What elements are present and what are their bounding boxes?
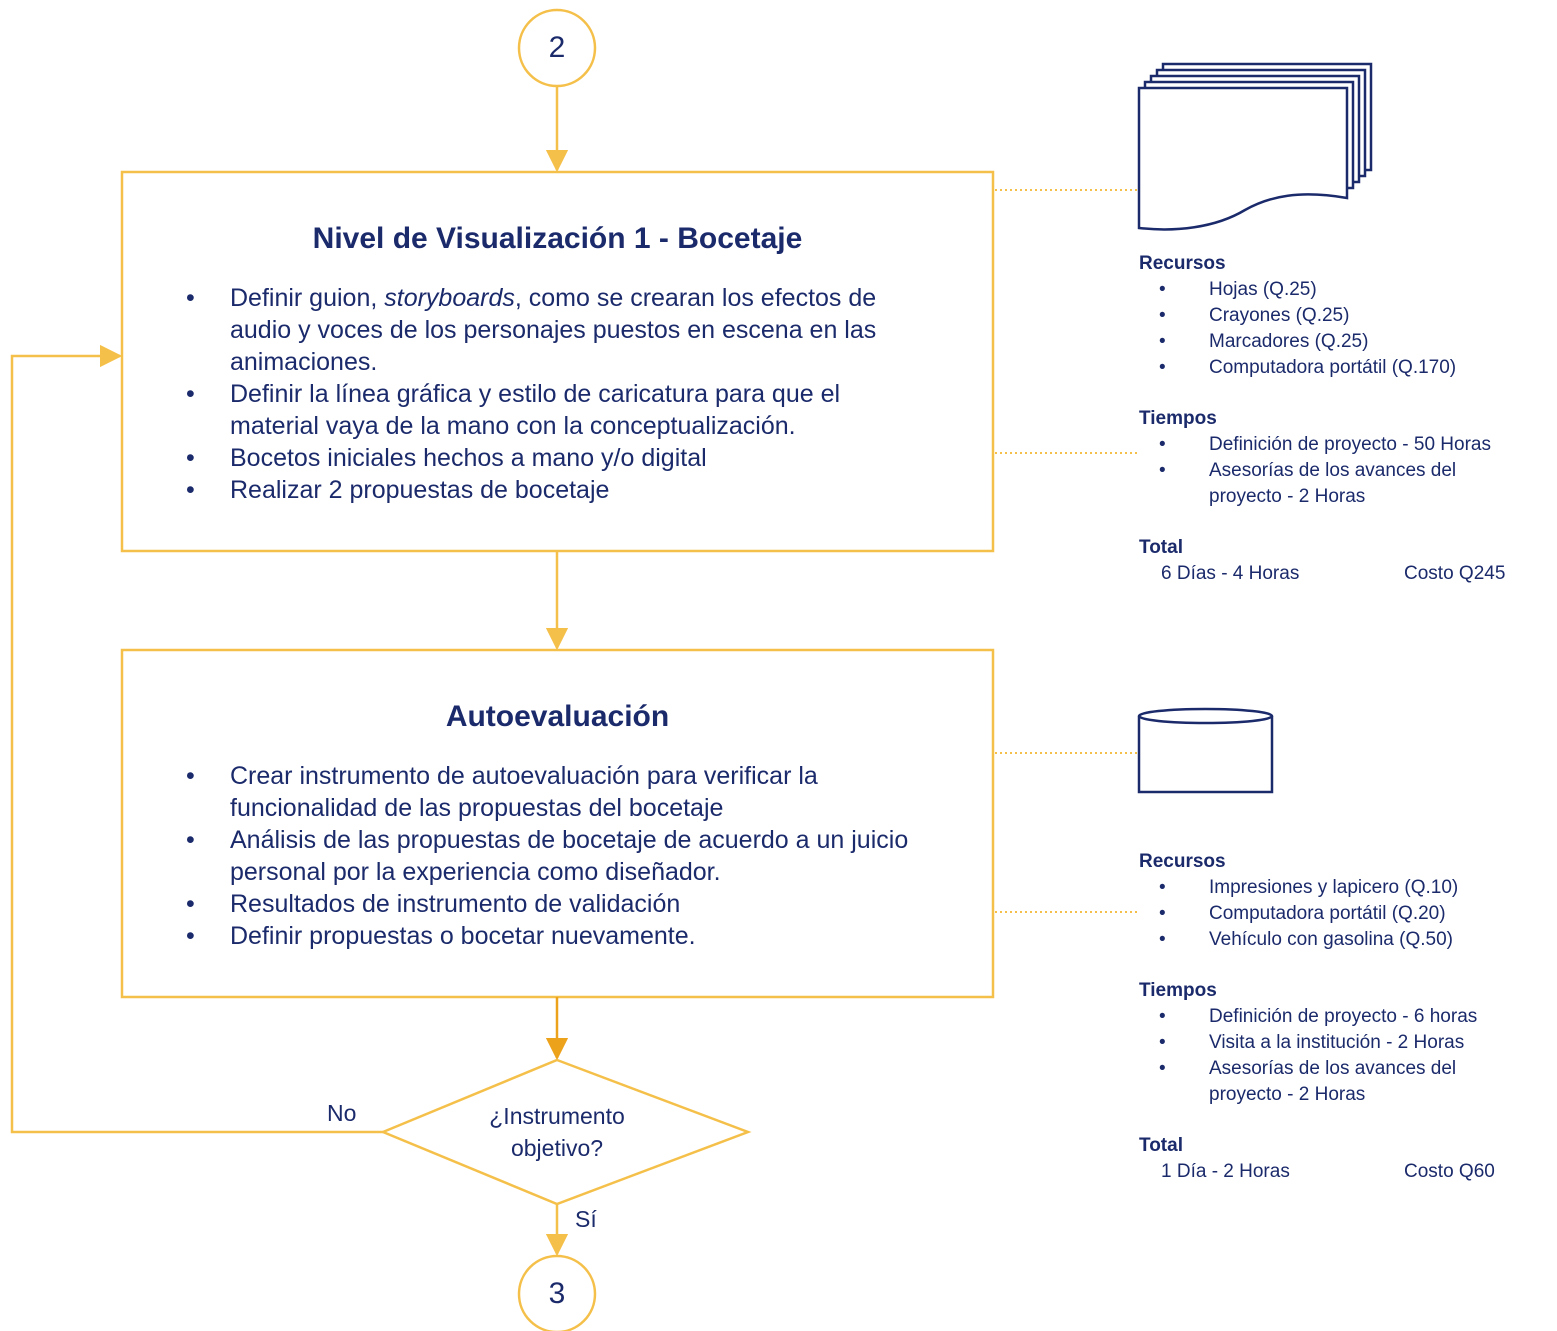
- list-item: Crear instrumento de autoevaluación para…: [122, 760, 933, 824]
- list-item: Computadora portátil (Q.170): [1139, 355, 1555, 381]
- step2-title: Autoevaluación: [445, 700, 670, 733]
- list-item: Definir guion, storyboards, como se crea…: [122, 282, 933, 378]
- list-item: Definición de proyecto - 50 Horas: [1139, 432, 1555, 458]
- decision-line-1: ¿Instrumento: [489, 1103, 625, 1129]
- list-item: Asesorías de los avances del proyecto - …: [1139, 1056, 1555, 1108]
- list-item: Definir la línea gráfica y estilo de car…: [122, 378, 933, 442]
- list-item: Impresiones y lapicero (Q.10): [1139, 875, 1555, 901]
- list-item: Computadora portátil (Q.20): [1139, 901, 1555, 927]
- database-icon: [1137, 707, 1274, 794]
- yes-label: Sí: [575, 1206, 597, 1232]
- list-item: Vehículo con gasolina (Q.50): [1139, 927, 1555, 953]
- step1-resources-panel: Recursos Hojas (Q.25) Crayones (Q.25) Ma…: [1139, 251, 1555, 587]
- start-connector-label: 2: [548, 31, 566, 64]
- no-loop-arrow: [10, 344, 383, 1134]
- step1-total-heading: Total: [1139, 537, 1183, 558]
- step2-tiempos-heading: Tiempos: [1139, 980, 1217, 1001]
- step1-recursos-list: Hojas (Q.25) Crayones (Q.25) Marcadores …: [1139, 277, 1555, 381]
- step1-total-cost: Costo Q245: [1404, 563, 1506, 584]
- list-item: Realizar 2 propuestas de bocetaje: [122, 474, 933, 506]
- step1-title: Nivel de Visualización 1 - Bocetaje: [312, 222, 803, 255]
- step2-bullets: Crear instrumento de autoevaluación para…: [122, 760, 993, 952]
- step1-bullet-1-pre: Definir guion,: [230, 284, 385, 312]
- step1-bullet-1-post: , como se crearan los efectos de audio y…: [230, 284, 877, 376]
- step2-tiempos-list: Definición de proyecto - 6 horas Visita …: [1139, 1004, 1555, 1108]
- step1-tiempos-list: Definición de proyecto - 50 Horas Asesor…: [1139, 432, 1555, 510]
- step1-total-duration: 6 Días - 4 Horas: [1161, 563, 1300, 584]
- step1-tiempos-heading: Tiempos: [1139, 408, 1217, 429]
- end-connector-label: 3: [548, 1277, 566, 1310]
- step2-total-cost: Costo Q60: [1404, 1161, 1495, 1182]
- decision-line-2: objetivo?: [510, 1135, 604, 1161]
- step2-content: Autoevaluación Crear instrumento de auto…: [122, 700, 993, 952]
- step2-recursos-heading: Recursos: [1139, 851, 1226, 872]
- list-item: Asesorías de los avances del proyecto - …: [1139, 458, 1555, 510]
- step2-total-duration: 1 Día - 2 Horas: [1161, 1161, 1290, 1182]
- step2-resources-panel: Recursos Impresiones y lapicero (Q.10) C…: [1139, 849, 1555, 1185]
- list-item: Marcadores (Q.25): [1139, 329, 1555, 355]
- step1-bullets: Definir guion, storyboards, como se crea…: [122, 282, 993, 506]
- decision-text: ¿Instrumento objetivo?: [457, 1100, 657, 1164]
- step1-bullet-1-emphasis: storyboards: [384, 284, 515, 312]
- list-item: Análisis de las propuestas de bocetaje d…: [122, 824, 933, 888]
- list-item: Visita a la institución - 2 Horas: [1139, 1030, 1555, 1056]
- no-label: No: [327, 1100, 357, 1126]
- step2-total-heading: Total: [1139, 1135, 1183, 1156]
- step1-content: Nivel de Visualización 1 - Bocetaje Defi…: [122, 222, 993, 506]
- list-item: Bocetos iniciales hechos a mano y/o digi…: [122, 442, 933, 474]
- list-item: Crayones (Q.25): [1139, 303, 1555, 329]
- list-item: Resultados de instrumento de validación: [122, 888, 933, 920]
- step1-total-row: 6 Días - 4 Horas Costo Q245: [1139, 561, 1555, 587]
- end-connector-circle: [517, 1254, 597, 1331]
- list-item: Definir propuestas o bocetar nuevamente.: [122, 920, 933, 952]
- step1-recursos-heading: Recursos: [1139, 253, 1226, 274]
- list-item: Hojas (Q.25): [1139, 277, 1555, 303]
- step2-total-row: 1 Día - 2 Horas Costo Q60: [1139, 1159, 1555, 1185]
- list-item: Definición de proyecto - 6 horas: [1139, 1004, 1555, 1030]
- step2-recursos-list: Impresiones y lapicero (Q.10) Computador…: [1139, 875, 1555, 953]
- multiple-documents-icon: [1137, 62, 1373, 231]
